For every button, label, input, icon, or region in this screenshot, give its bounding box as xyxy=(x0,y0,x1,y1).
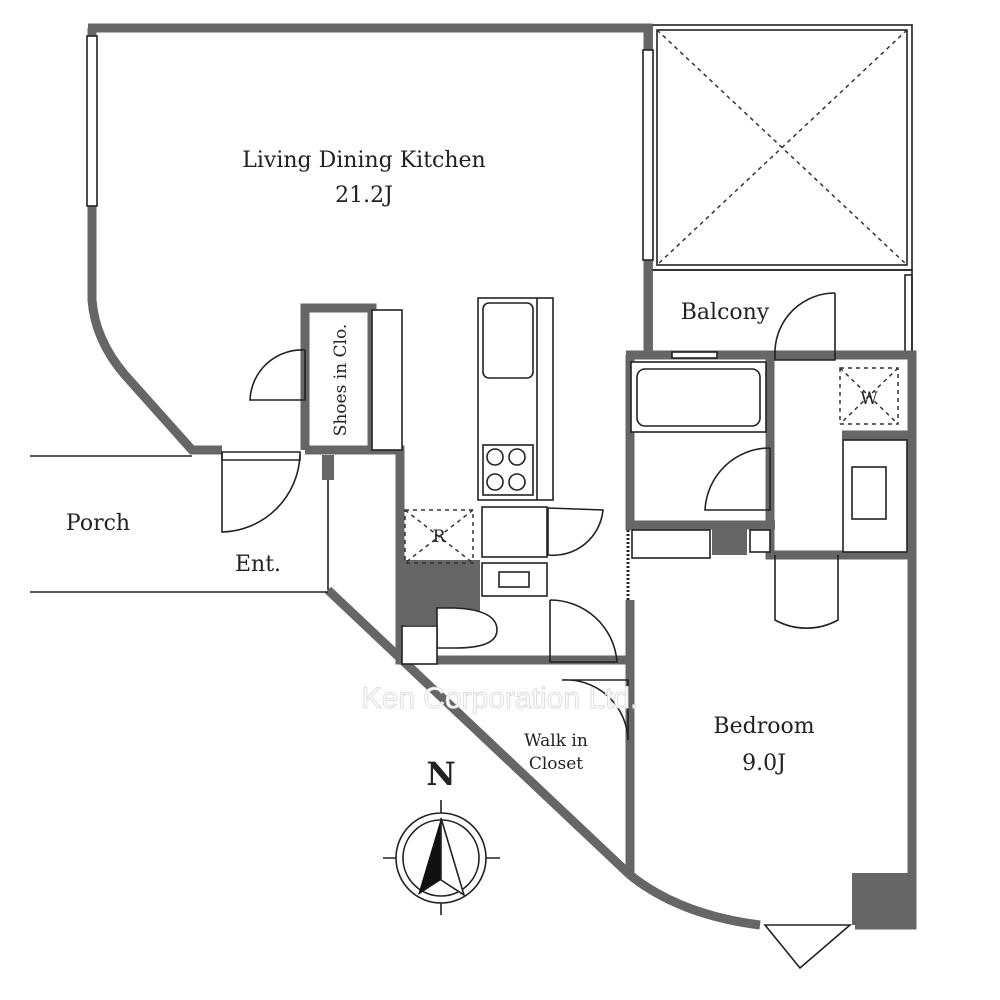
shoe-shelf xyxy=(371,309,403,451)
doors xyxy=(221,292,853,970)
washer-label: W xyxy=(860,389,878,409)
toilet-icon xyxy=(436,607,498,649)
porch-lines xyxy=(30,455,329,593)
bedroom-label: Bedroom xyxy=(713,714,814,739)
compass-north-label: N xyxy=(426,755,455,793)
windows xyxy=(86,35,718,359)
walk-in-closet-label-2: Closet xyxy=(529,754,583,774)
walk-in-closet-label-1: Walk in xyxy=(524,731,588,751)
watermark: Ken Corporation Ltd. xyxy=(362,682,639,715)
ldk-size: 21.2J xyxy=(335,183,393,208)
fixtures xyxy=(371,297,908,665)
porch-label: Porch xyxy=(66,511,130,536)
stove-icon xyxy=(482,444,534,496)
balcony-label: Balcony xyxy=(681,300,770,325)
bedroom-size: 9.0J xyxy=(742,751,786,776)
refrigerator-label: R xyxy=(433,527,447,547)
ldk-label: Living Dining Kitchen xyxy=(242,148,485,173)
washer-space xyxy=(839,367,899,425)
sink-icon xyxy=(482,302,534,379)
refrigerator-space xyxy=(404,509,474,564)
north-compass-icon: N xyxy=(383,755,500,915)
entrance-label: Ent. xyxy=(235,552,281,577)
shoes-closet-label: Shoes in Clo. xyxy=(331,324,351,437)
